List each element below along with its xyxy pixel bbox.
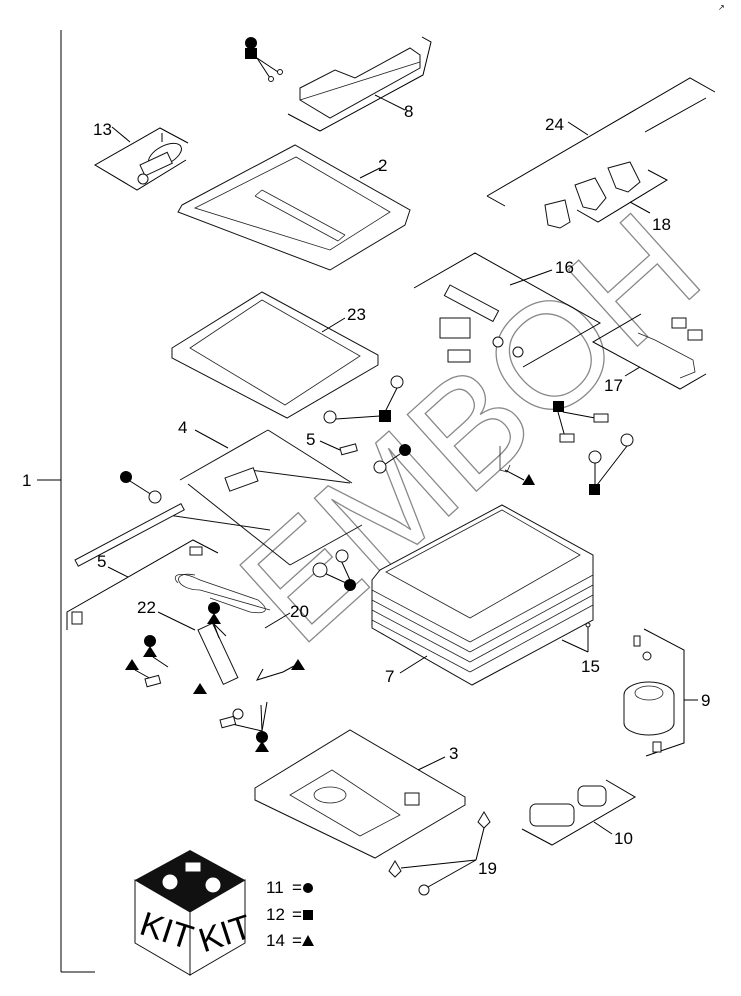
part-23-sub-frame[interactable]: 23 [171,291,379,419]
legend-part-number: 12 [266,905,285,924]
square-marker [589,484,600,495]
part-5-pin[interactable]: 5 [306,430,358,456]
part-5-bar[interactable]: 5 [66,502,219,630]
circle-marker [344,579,356,591]
callout-1: 1 [22,471,31,490]
callout-22: 22 [137,598,156,617]
triangle-marker [143,646,157,657]
part-2-top-frame[interactable]: 2 [177,144,411,271]
bushing-square-23 [323,375,404,424]
part-4-scissor[interactable]: 4 [167,418,363,566]
callout-3: 3 [449,744,458,763]
legend-equals: = [292,878,302,897]
part-20-hose[interactable]: 20 [178,573,309,629]
square-symbol-icon [303,910,313,920]
part-16-lever-assembly[interactable]: 16 [413,252,602,368]
triangle-marker [522,474,535,485]
vent-slots [254,189,346,242]
square-marker [379,410,391,422]
callout-9: 9 [701,691,710,710]
legend-item-14: 14 = [266,931,314,950]
legend-equals: = [292,931,302,950]
callout-24: 24 [545,115,564,134]
legend-item-11: 11 = [266,878,313,897]
part-24-handle-kit[interactable]: 24 [486,77,716,207]
square-marker [553,401,564,412]
legend-part-number: 14 [266,931,285,950]
callout-18: 18 [652,215,671,234]
part-8-bracket[interactable]: 8 [287,36,432,132]
callout-2: 2 [378,156,387,175]
callout-8: 8 [404,102,413,121]
clip-triangle [499,446,535,485]
circle-marker [245,37,257,49]
callout-13: 13 [93,120,112,139]
triangle-marker [193,683,207,694]
circle-marker [120,471,132,483]
circle-marker [144,635,156,647]
callout-7: 7 [385,667,394,686]
fastener-markers-8 [245,37,283,82]
part-13-actuator[interactable]: 13 [93,120,189,191]
square-marker [245,48,257,59]
triangle-symbol-icon [302,935,314,946]
circle-marker [208,602,220,614]
legend-part-number: 11 [266,878,284,897]
part-7-bellows[interactable]: 7 [371,504,594,686]
part-10-cover[interactable]: 10 [521,779,636,848]
bushing-group-right [553,401,634,495]
legend-item-12: 12 = [266,905,313,924]
part-19-feet[interactable]: 19 [388,811,497,896]
callout-23: 23 [347,305,366,324]
cylinder-markers [125,549,356,752]
callout-5b: 5 [97,552,106,571]
part-17-rod-kit[interactable]: 17 [591,313,707,395]
bushing-circle-4 [120,444,411,504]
corner-mark: ↗ [718,3,725,12]
triangle-marker [207,613,221,624]
callout-15: 15 [581,657,600,676]
legend-equals: = [292,905,302,924]
callout-17: 17 [604,376,623,395]
callout-10: 10 [614,829,633,848]
part-9-canister[interactable]: 9 [623,628,710,757]
circle-marker [256,731,268,743]
circle-symbol-icon [303,883,313,893]
triangle-marker [255,741,269,752]
part-18-handles[interactable]: 18 [544,161,671,234]
callout-20: 20 [290,602,309,621]
part-15-screws[interactable]: 15 [561,622,600,676]
callout-4: 4 [178,418,187,437]
circle-marker [399,444,411,456]
callout-5: 5 [306,430,315,449]
part-3-base-plate[interactable]: 3 [254,729,466,859]
callout-16: 16 [555,258,574,277]
legend: 11 = 12 = 14 = [266,878,314,950]
group-bracket-1: 1 [22,30,95,973]
part-22-cylinder[interactable]: 22 [137,574,266,720]
kit-box: KIT KIT [134,850,256,976]
triangle-marker [125,659,139,670]
callout-19: 19 [478,859,497,878]
triangle-marker [291,659,305,670]
